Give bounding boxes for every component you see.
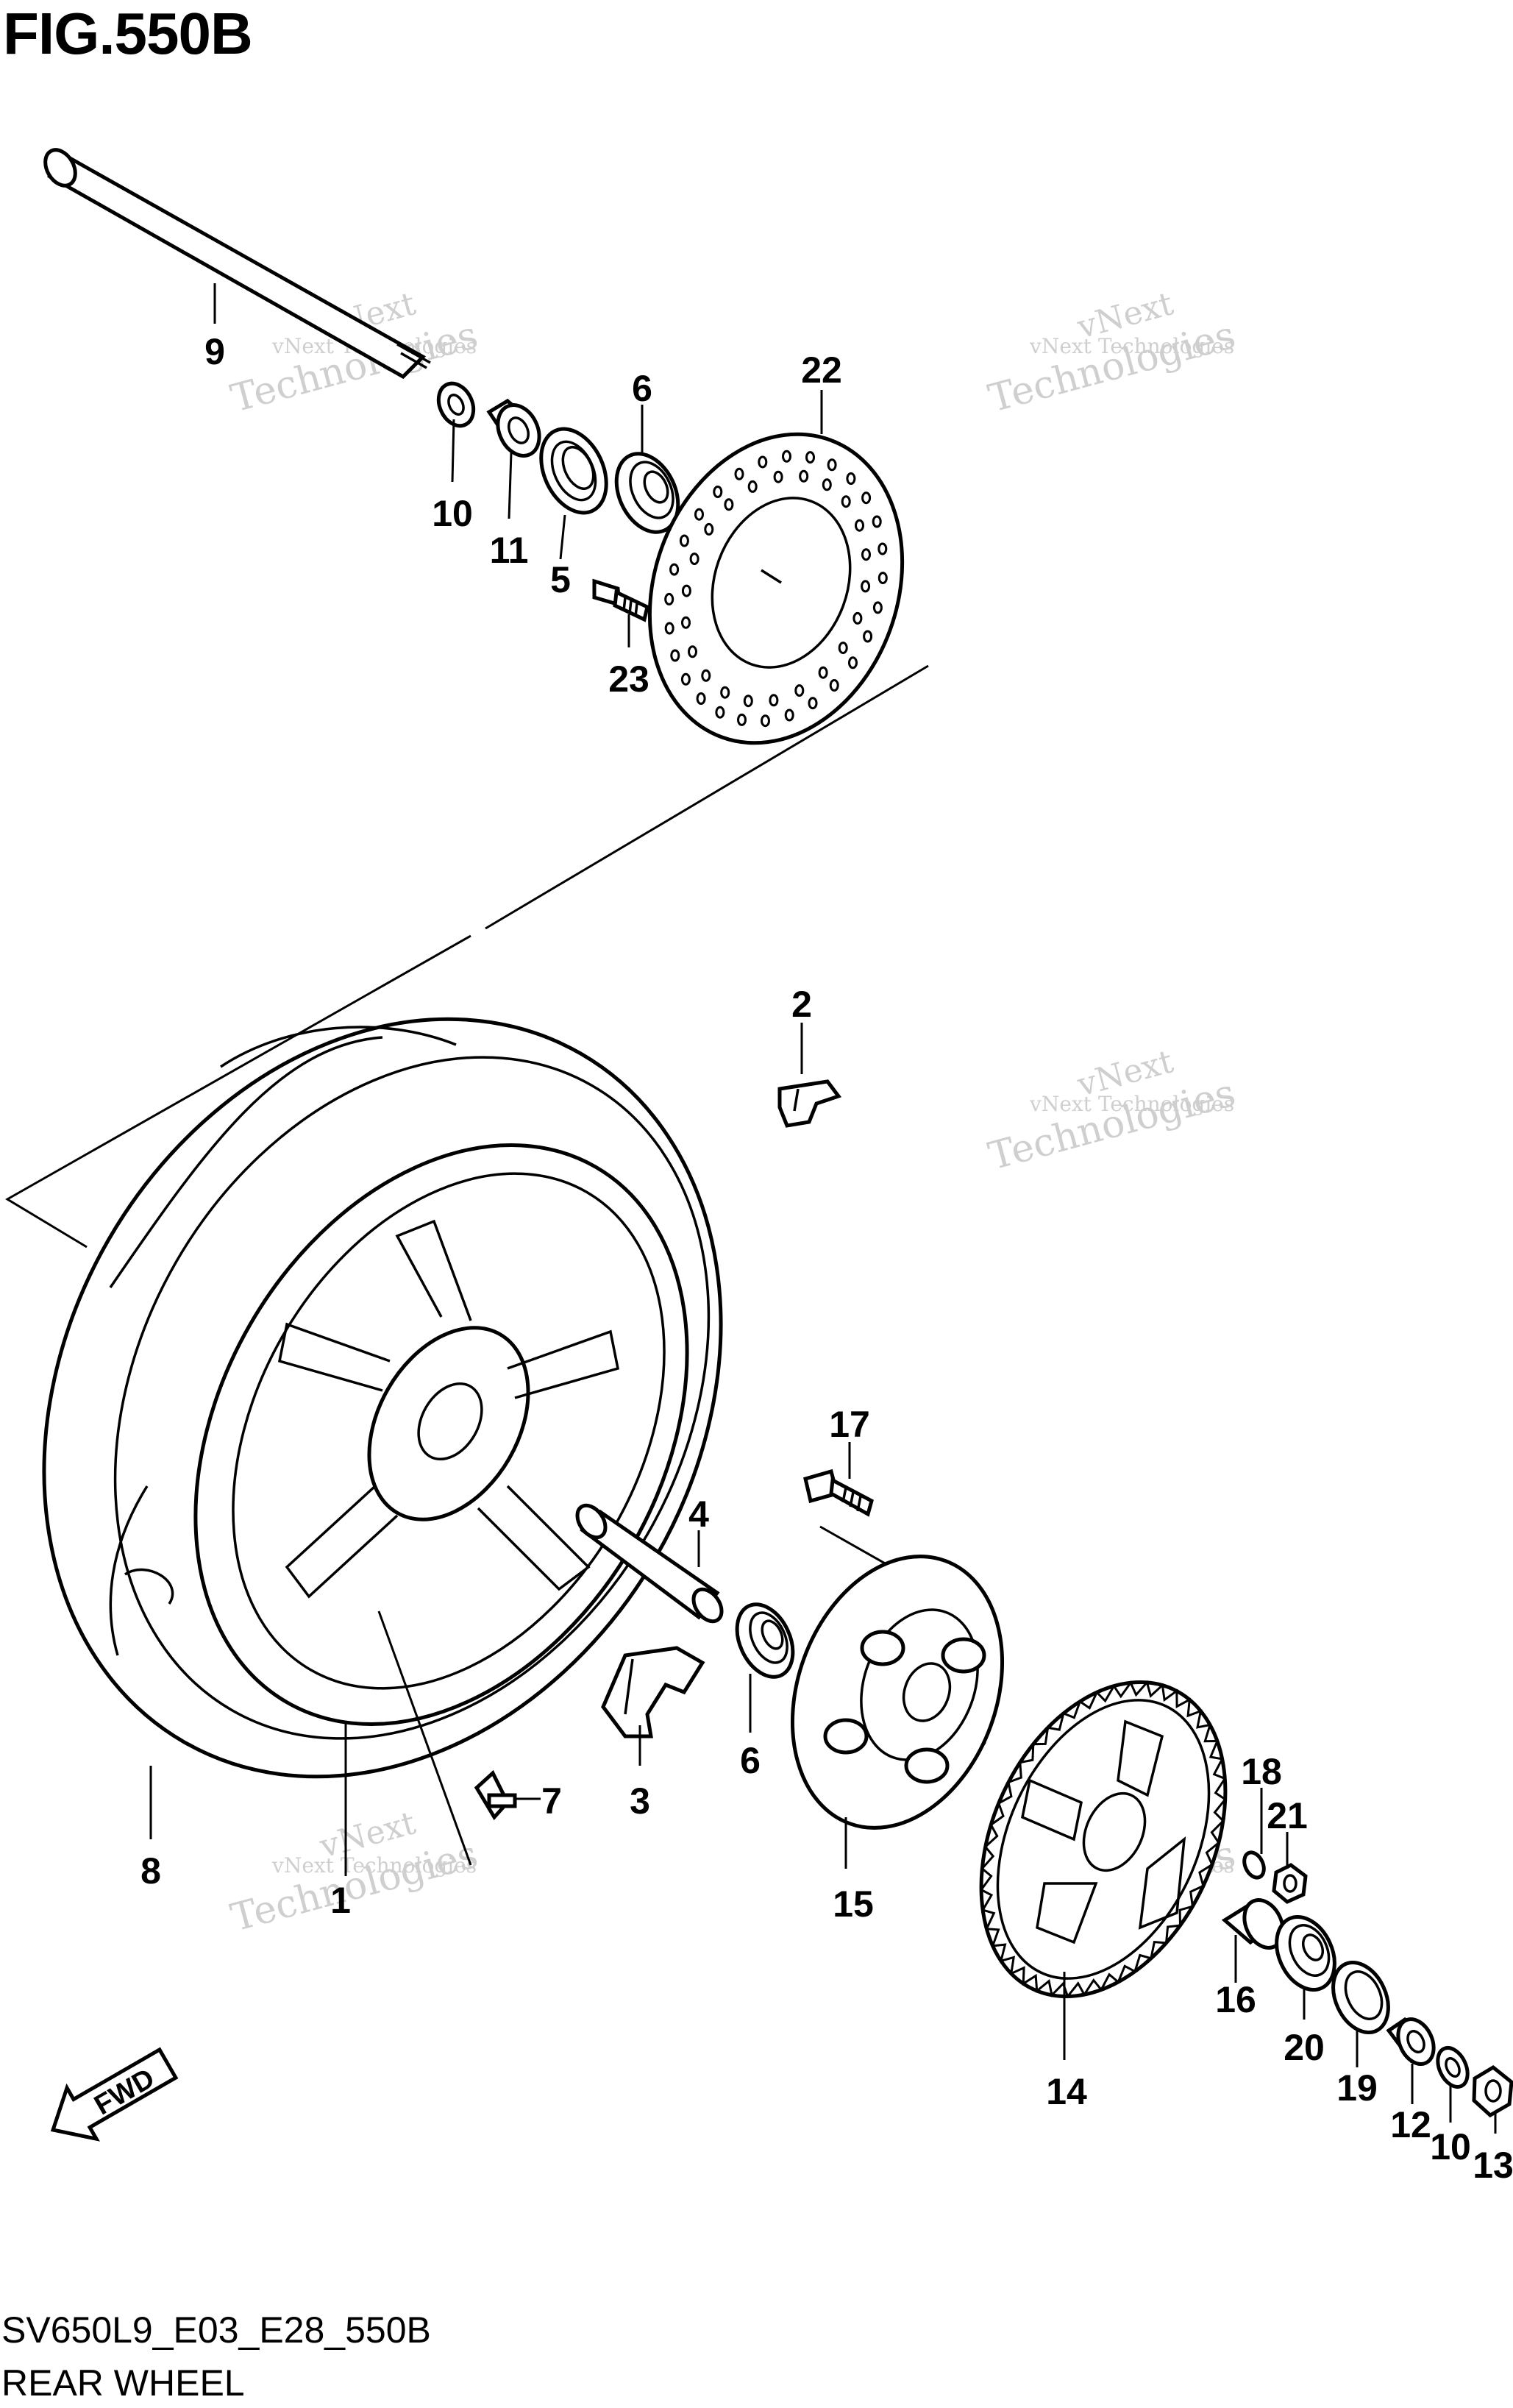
- rear-sprocket[interactable]: [933, 1643, 1273, 2036]
- balance-weight[interactable]: [777, 1079, 842, 1128]
- brake-disc[interactable]: [608, 399, 944, 779]
- callout-16[interactable]: 16: [1215, 1979, 1256, 2020]
- callout-21[interactable]: 21: [1267, 1795, 1308, 1836]
- callout-19[interactable]: 19: [1336, 2067, 1378, 2109]
- watermark-mid-right: vNext Technologies vNext Technologies: [984, 1043, 1240, 1179]
- callout-5[interactable]: 5: [550, 559, 571, 600]
- oil-seal[interactable]: [528, 419, 619, 524]
- washer-bottom[interactable]: [1432, 2043, 1473, 2092]
- callout-17[interactable]: 17: [829, 1404, 870, 1445]
- callout-14[interactable]: 14: [1046, 2071, 1087, 2112]
- callout-2[interactable]: 2: [791, 984, 812, 1025]
- spacer-collar-bottom[interactable]: [1386, 2014, 1440, 2070]
- callout-10-top[interactable]: 10: [432, 493, 473, 534]
- leader-lines: [149, 283, 1497, 2134]
- axle-shaft[interactable]: [39, 144, 431, 380]
- svg-text:vNext Technologies: vNext Technologies: [1029, 334, 1234, 358]
- callout-1[interactable]: 1: [330, 1880, 351, 1921]
- callout-18[interactable]: 18: [1241, 1751, 1282, 1792]
- sprocket-drum[interactable]: [756, 1527, 1039, 1857]
- bearing-sprocket-side[interactable]: [1265, 1908, 1345, 2000]
- washer-top[interactable]: [432, 378, 480, 432]
- axle-nut[interactable]: [1472, 2064, 1513, 2118]
- assembly-outline-disc: [5, 664, 929, 1249]
- wheel-spacer-tube[interactable]: [572, 1500, 727, 1627]
- bearing-top[interactable]: [605, 444, 690, 542]
- callout-8[interactable]: 8: [140, 1850, 161, 1892]
- diagram-name: REAR WHEEL: [1, 2362, 245, 2404]
- callout-23[interactable]: 23: [608, 658, 649, 700]
- sprocket-washer[interactable]: [1241, 1850, 1268, 1881]
- fwd-arrow-icon: FWD: [50, 2047, 179, 2142]
- svg-text:vNext Technologies: vNext Technologies: [271, 1853, 477, 1878]
- watermark-top-right: vNext Technologies vNext Technologies: [984, 285, 1240, 421]
- sprocket-side-spacer[interactable]: [1221, 1894, 1290, 1954]
- callout-6-middle[interactable]: 6: [740, 1740, 761, 1781]
- callout-12[interactable]: 12: [1390, 2104, 1431, 2145]
- callout-7[interactable]: 7: [541, 1780, 562, 1822]
- tire-valve[interactable]: [474, 1769, 517, 1821]
- sprocket-drum-bolt[interactable]: [803, 1468, 874, 1517]
- watermark-bottom-left: vNext Technologies vNext Technologies: [227, 1804, 483, 1940]
- model-code: SV650L9_E03_E28_550B: [1, 2309, 431, 2351]
- disc-bolt[interactable]: [592, 578, 649, 622]
- callout-15[interactable]: 15: [833, 1883, 874, 1925]
- hub-damper[interactable]: [601, 1646, 705, 1738]
- bearing-middle[interactable]: [726, 1596, 804, 1686]
- callout-10-bottom[interactable]: 10: [1430, 2126, 1471, 2167]
- callout-3[interactable]: 3: [630, 1780, 650, 1822]
- callout-20[interactable]: 20: [1284, 2027, 1325, 2068]
- dust-seal[interactable]: [1322, 1953, 1399, 2041]
- callout-9[interactable]: 9: [204, 331, 225, 372]
- callout-22[interactable]: 22: [801, 349, 842, 391]
- spacer-collar-top[interactable]: [486, 398, 547, 462]
- figure-title: FIG.550B: [3, 1, 253, 66]
- rear-wheel-rim[interactable]: [96, 1056, 787, 1812]
- callout-6-top[interactable]: 6: [632, 368, 652, 409]
- sprocket-nut[interactable]: [1272, 1863, 1308, 1904]
- svg-text:vNext Technologies: vNext Technologies: [1029, 1092, 1234, 1116]
- callout-13[interactable]: 13: [1473, 2145, 1513, 2186]
- callout-4[interactable]: 4: [688, 1494, 709, 1535]
- callout-11[interactable]: 11: [490, 530, 529, 571]
- callout-labels: 9 10 11 5 6 22 23 2 17 4 6 3 7 8 1 15 14…: [140, 331, 1513, 2186]
